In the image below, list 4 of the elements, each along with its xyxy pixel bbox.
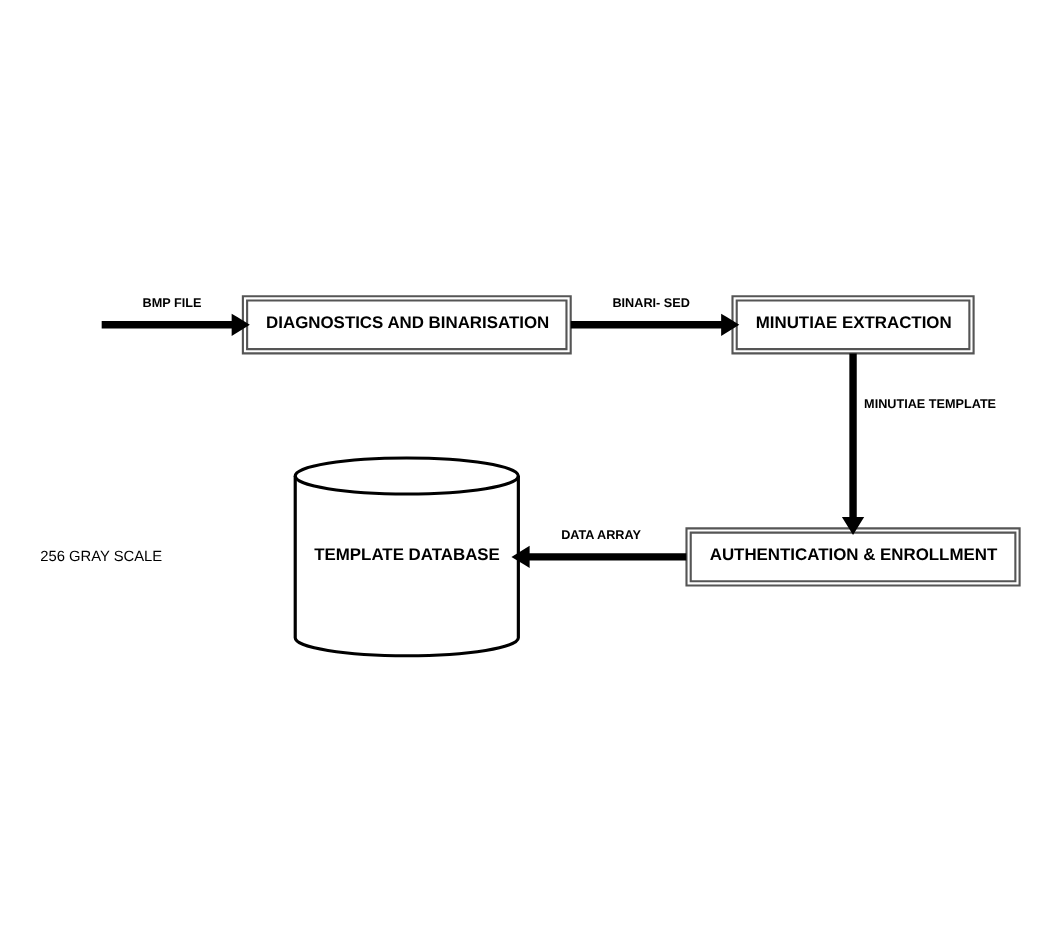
arrow [841,352,865,535]
arrow [570,312,740,335]
arrow [101,312,250,335]
arrow [511,544,687,568]
